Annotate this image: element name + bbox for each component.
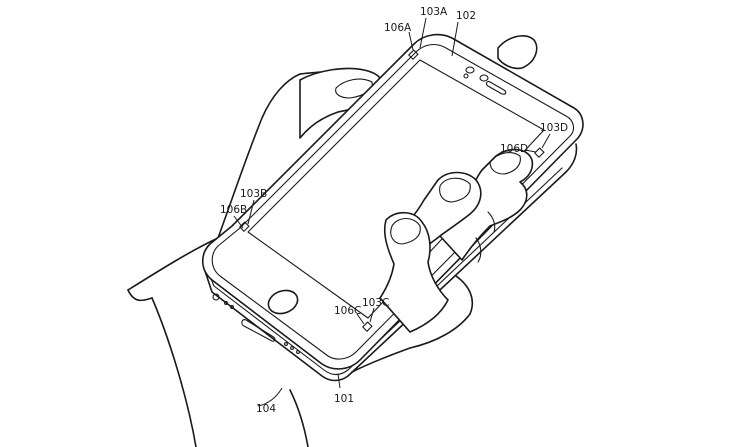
label-106B: 106B — [220, 204, 247, 216]
bottom-port — [212, 293, 300, 354]
screen — [247, 59, 545, 319]
home-button — [267, 289, 299, 315]
label-102: 102 — [456, 10, 476, 22]
reference-labels: 106A 103A 102 103B 106B 106C 103C 103D 1… — [220, 6, 568, 415]
fingers-right — [351, 148, 534, 373]
leader-lines — [233, 17, 551, 407]
label-103D: 103D — [540, 122, 568, 134]
label-101: 101 — [334, 393, 354, 405]
label-103A: 103A — [420, 6, 448, 18]
label-104: 104 — [256, 403, 276, 415]
corner-sensors — [239, 49, 545, 332]
speaker-and-camera — [463, 66, 507, 95]
label-103C: 103C — [362, 297, 389, 309]
forearm — [127, 237, 309, 447]
label-106C: 106C — [334, 305, 361, 317]
top-finger — [497, 35, 538, 70]
label-106A: 106A — [384, 22, 412, 34]
label-103B: 103B — [240, 188, 267, 200]
label-106D: 106D — [500, 143, 528, 155]
